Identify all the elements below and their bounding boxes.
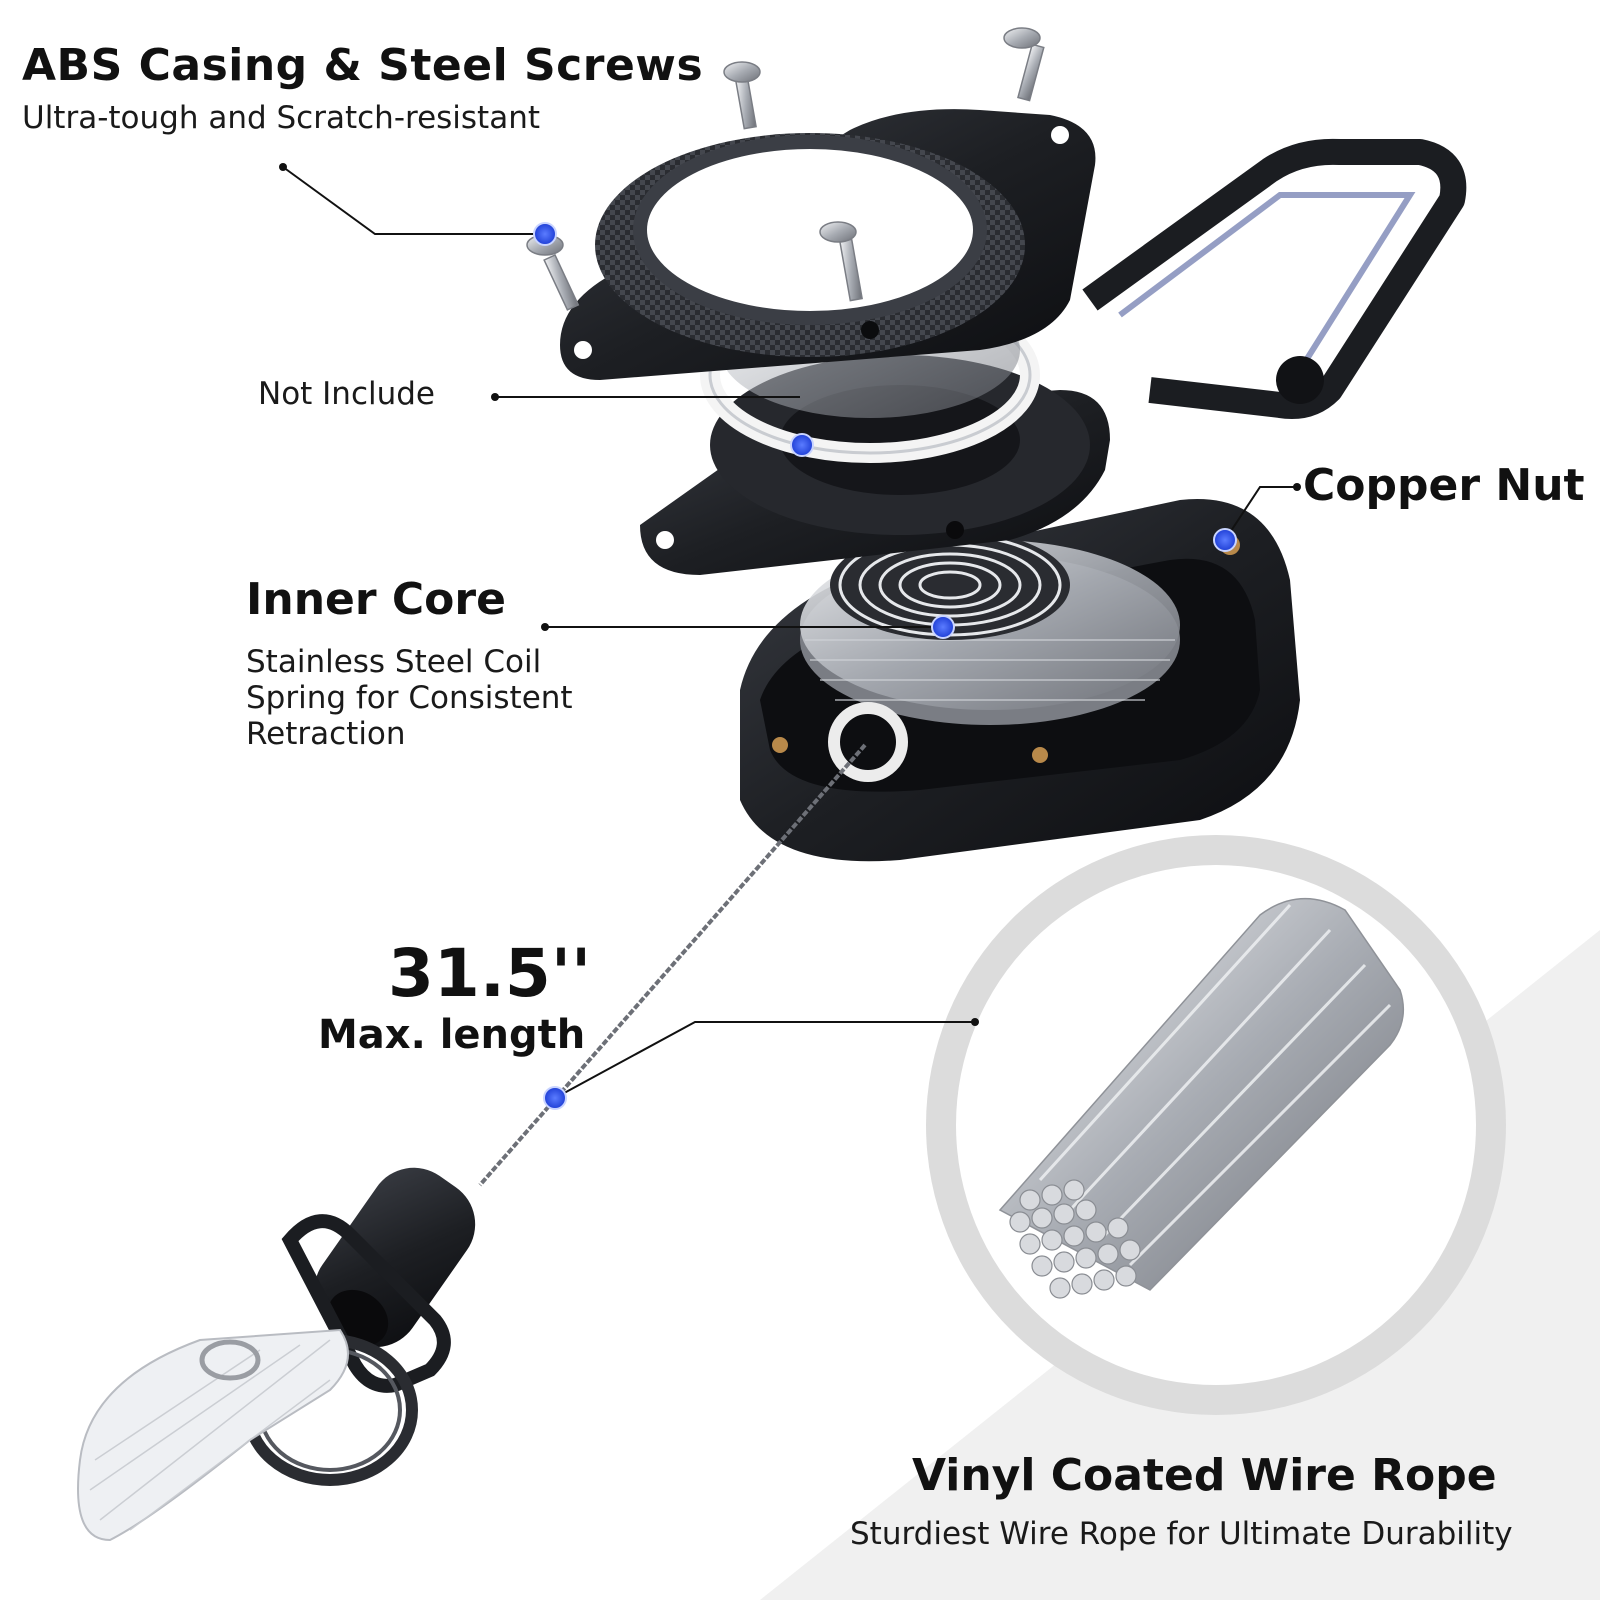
screws — [526, 27, 1045, 311]
screw-4 — [819, 221, 863, 302]
screw-3 — [526, 234, 580, 311]
screw-2 — [1003, 27, 1045, 102]
clear-strap — [77, 1328, 349, 1542]
abs-title: ABS Casing & Steel Screws — [22, 40, 704, 91]
marker-inner-core — [931, 615, 955, 639]
abs-subtitle: Ultra-tough and Scratch-resistant — [22, 100, 541, 136]
wire-rope-title: Vinyl Coated Wire Rope — [912, 1450, 1497, 1501]
marker-copper-nut — [1213, 528, 1237, 552]
not-include-label: Not Include — [258, 376, 436, 412]
leader-lines — [282, 166, 1297, 1099]
copper-nut-title: Copper Nut — [1303, 460, 1585, 511]
wire-rope-subtitle: Sturdiest Wire Rope for Ultimate Durabil… — [850, 1516, 1513, 1552]
wire-rope-closeup — [926, 835, 1506, 1415]
inner-core-line-1: Stainless Steel Coil — [246, 644, 542, 680]
inner-core-line-3: Retraction — [246, 716, 406, 752]
inner-core-line-2: Spring for Consistent — [246, 680, 573, 716]
carabiner-clip — [1082, 138, 1467, 419]
marker-screw — [533, 222, 557, 246]
marker-o-ring — [790, 433, 814, 457]
wire-cable — [478, 743, 867, 1187]
top-casing — [560, 109, 1096, 380]
swivel-connector — [281, 1167, 476, 1393]
inner-core-description: Stainless Steel Coil Spring for Consiste… — [246, 644, 573, 752]
max-length-value: 31.5'' — [388, 935, 592, 1012]
leader-copper-nut — [1224, 486, 1297, 541]
leader-end-dots — [279, 163, 1301, 1026]
leader-abs — [282, 166, 545, 235]
screw-1 — [723, 61, 761, 130]
coil-spool — [800, 530, 1180, 782]
leader-wire-rope — [554, 1021, 975, 1099]
marker-wire — [543, 1086, 567, 1110]
max-length-caption: Max. length — [318, 1012, 586, 1058]
inner-core-title: Inner Core — [246, 574, 506, 625]
blue-markers — [533, 222, 1237, 1110]
